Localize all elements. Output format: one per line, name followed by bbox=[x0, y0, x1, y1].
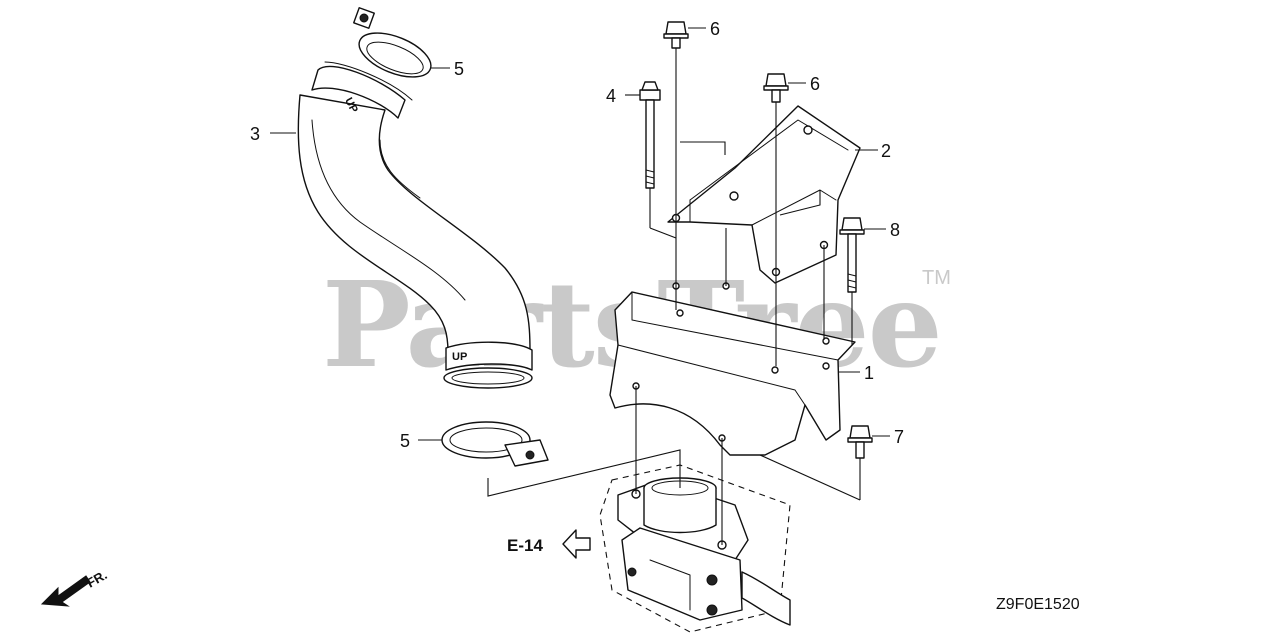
lower-bracket[interactable] bbox=[609, 282, 856, 456]
callout-2: 2 bbox=[881, 141, 891, 161]
leader-lines bbox=[487, 48, 861, 545]
reference-e14-label: E-14 bbox=[507, 536, 543, 555]
callout-6-right: 6 bbox=[810, 74, 820, 94]
arrow-front-icon bbox=[40, 575, 91, 607]
callout-5-lower: 5 bbox=[400, 431, 410, 451]
callout-1: 1 bbox=[864, 363, 874, 383]
intake-assembly bbox=[599, 464, 791, 633]
air-hose[interactable]: UP UP bbox=[297, 61, 533, 389]
hose-clamp-upper[interactable] bbox=[353, 7, 437, 86]
callout-3: 3 bbox=[250, 124, 260, 144]
callout-5-upper: 5 bbox=[454, 59, 464, 79]
front-direction-indicator: FR. bbox=[40, 567, 110, 607]
hose-up-marking-bottom: UP bbox=[452, 351, 467, 363]
callout-labels: 1 2 3 4 5 5 6 6 7 8 bbox=[250, 19, 904, 451]
bolt-part-6-right[interactable] bbox=[763, 73, 789, 103]
bolt-part-7[interactable] bbox=[847, 425, 873, 459]
callout-4: 4 bbox=[606, 86, 616, 106]
bolt-part-4[interactable] bbox=[639, 81, 661, 189]
bolt-part-8[interactable] bbox=[839, 217, 865, 293]
callout-7: 7 bbox=[894, 427, 904, 447]
hose-clamp-lower[interactable] bbox=[441, 421, 549, 467]
callout-8: 8 bbox=[890, 220, 900, 240]
front-direction-label: FR. bbox=[84, 567, 110, 590]
reference-e14[interactable]: E-14 bbox=[507, 529, 591, 559]
watermark-trademark: TM bbox=[922, 267, 951, 289]
callout-6-left: 6 bbox=[710, 19, 720, 39]
diagram-code: Z9F0E1520 bbox=[996, 596, 1080, 613]
arrow-left-icon bbox=[562, 529, 591, 559]
bolt-part-6-left[interactable] bbox=[663, 21, 689, 49]
